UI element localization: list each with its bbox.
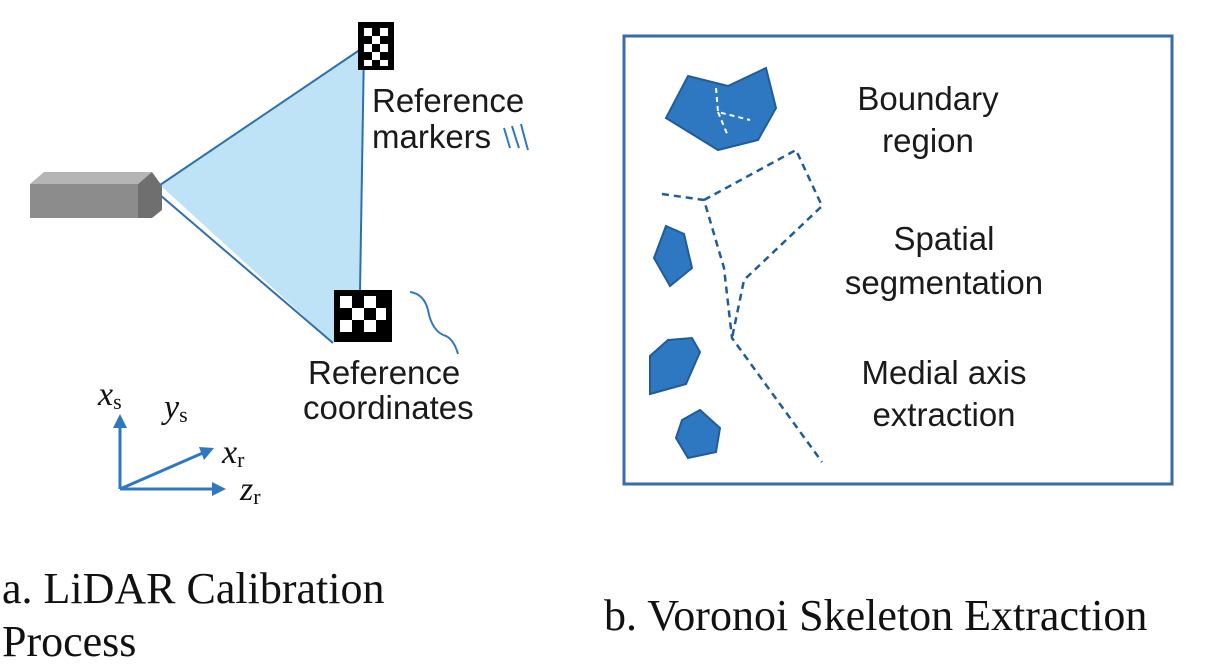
segmentation-label-line1: Spatial [894,220,995,257]
caption-b: b. Voronoi Skeleton Extraction [604,591,1147,640]
voronoi-skeleton [661,148,824,463]
axis-xs-label: xs [97,376,122,414]
caption-a-line1: a. LiDAR Calibration [2,564,385,613]
marker-label-line1: Reference [372,82,524,119]
obstacle-polygon-4 [674,408,722,460]
lidar-sensor [30,172,162,218]
obstacle-polygon-3 [649,336,702,396]
axis-zr-label: zr [239,471,261,509]
beam-edge-right [359,46,365,293]
coordinate-axes [113,414,226,496]
reference-marker-bottom-icon [334,290,392,342]
obstacle-polygon-2 [652,224,694,288]
beam-edge-bottom [159,194,334,344]
axis-xr-label: xr [221,434,245,472]
coord-label-line2: coordinates [303,389,474,426]
boundary-polygon-1 [664,66,778,152]
boundary-label-line2: region [882,122,974,159]
medial-axis-label-line2: extraction [872,396,1015,433]
boundary-label-line1: Boundary [857,80,999,117]
caption-a-line2: Process [2,617,136,666]
panel-a: Reference markers Reference coordinates … [2,22,529,666]
coord-label-line1: Reference [308,354,460,391]
segmentation-label-line2: segmentation [845,264,1043,301]
panel-b: Boundary region Spatial segmentation Med… [604,34,1174,640]
annotation-curve-icon [409,291,459,355]
medial-axis-label-line1: Medial axis [861,354,1026,391]
scribble-marks-icon [503,123,529,151]
marker-label-line2: markers [372,118,491,155]
axis-ys-label: ys [161,389,188,427]
boundary-internal-dashed [715,87,751,137]
lidar-beam [160,47,364,343]
reference-marker-top-icon [358,22,394,70]
beam-edge-top [159,46,365,186]
